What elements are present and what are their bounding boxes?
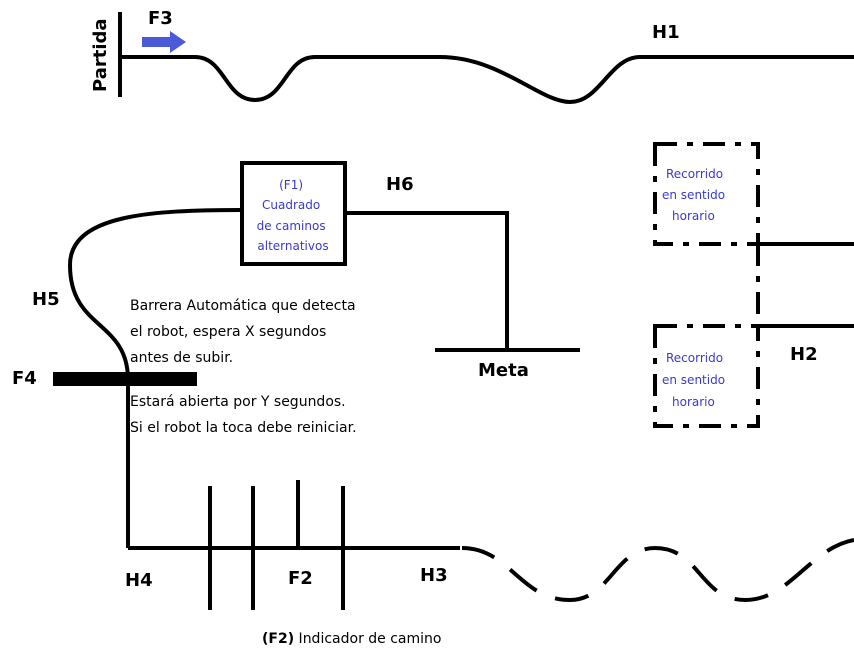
h2-label: H2 xyxy=(790,344,818,365)
abierta-note: Estará abierta por Y segundos. Si el rob… xyxy=(130,394,357,436)
recorrido-top-text: Recorrido en sentido horario xyxy=(662,167,729,223)
track-h5 xyxy=(67,208,243,548)
track-h6 xyxy=(345,211,509,350)
barrera-note: Barrera Automática que detecta el robot,… xyxy=(130,298,360,366)
f3-label: F3 xyxy=(148,8,173,29)
h1-label: H1 xyxy=(652,22,680,43)
h4-label: H4 xyxy=(125,570,153,591)
f1-box-text: (F1) Cuadrado de caminos alternativos xyxy=(257,178,330,253)
f2-caption: (F2) Indicador de camino xyxy=(262,631,441,647)
recorrido-box-bottom xyxy=(653,324,760,428)
track-h3-dashed xyxy=(461,538,854,603)
meta-label: Meta xyxy=(478,360,529,381)
f2-label: F2 xyxy=(288,568,313,589)
h3-label: H3 xyxy=(420,565,448,586)
barrier-f4 xyxy=(53,372,197,386)
h6-label: H6 xyxy=(386,174,414,195)
h5-label: H5 xyxy=(32,289,60,310)
f4-label: F4 xyxy=(12,368,37,389)
partida-label: Partida xyxy=(90,18,111,92)
recorrido-bottom-text: Recorrido en sentido horario xyxy=(662,351,729,409)
recorrido-box-top xyxy=(653,142,760,246)
direction-arrow-icon xyxy=(142,31,186,53)
track-h1 xyxy=(120,55,854,105)
